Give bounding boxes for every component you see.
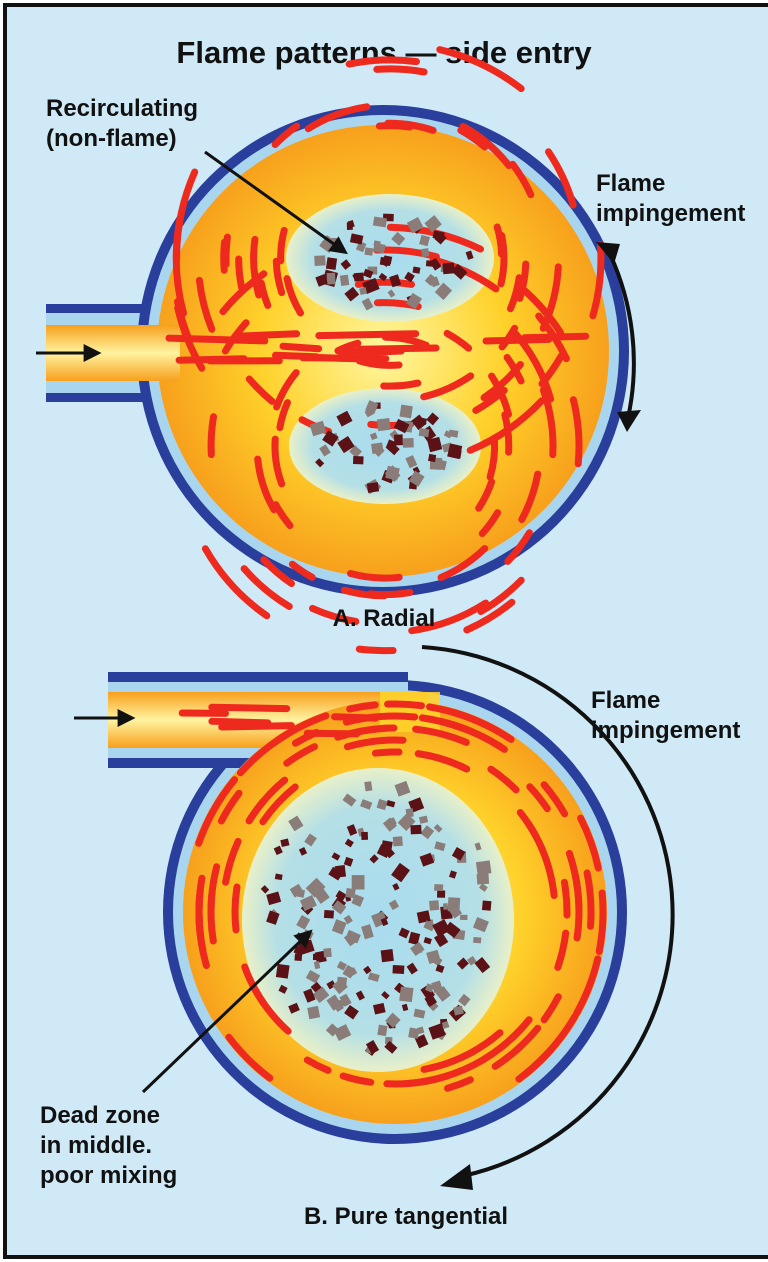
particle <box>476 860 492 875</box>
particle <box>460 915 467 920</box>
particle <box>399 987 413 1003</box>
particle <box>399 405 412 419</box>
particle <box>326 257 337 270</box>
flame-streak <box>505 415 509 452</box>
particle <box>413 267 421 274</box>
particle <box>276 964 290 979</box>
impingement-label-b-line1: Flame <box>591 687 660 714</box>
flame-streak <box>239 259 242 287</box>
particle <box>314 255 325 266</box>
flame-streak <box>359 649 393 651</box>
particle <box>437 890 445 897</box>
particle <box>307 1006 320 1019</box>
particle <box>294 954 302 961</box>
particle <box>323 948 331 957</box>
flame-streak <box>212 721 268 723</box>
recirc-label-line2: (non-flame) <box>46 125 177 152</box>
dead-zone-label-line3: poor mixing <box>40 1162 177 1189</box>
flame-streak <box>388 704 422 706</box>
particle <box>353 456 364 464</box>
particle <box>428 454 436 462</box>
particle <box>324 910 334 919</box>
flame-streak <box>211 417 213 455</box>
particle <box>434 884 443 891</box>
particle <box>347 222 353 230</box>
particle <box>410 825 421 835</box>
flame-streak <box>235 334 297 337</box>
flame-streak <box>599 893 603 952</box>
flame-streak <box>370 593 410 595</box>
diagram-title: Flame patterns — side entry <box>176 35 592 70</box>
particle <box>477 873 490 884</box>
particle <box>352 875 365 889</box>
particle <box>408 1027 419 1038</box>
flame-streak <box>501 236 504 284</box>
caption-a: A. Radial <box>333 605 436 632</box>
particle <box>345 888 355 898</box>
particle <box>367 482 379 493</box>
particle <box>297 889 306 898</box>
flame-streak <box>303 358 386 359</box>
particle <box>361 832 368 840</box>
particle <box>394 434 403 445</box>
flame-streak <box>281 230 285 261</box>
particle <box>364 247 373 255</box>
flame-streak <box>376 752 400 753</box>
flame-streak <box>235 910 236 930</box>
dead-zone-label-line1: Dead zone <box>40 1102 160 1129</box>
particle <box>426 260 433 266</box>
caption-b: B. Pure tangential <box>304 1203 508 1230</box>
impingement-label-b-line2: impingement <box>591 717 740 744</box>
particle <box>354 272 364 281</box>
particle <box>327 273 336 285</box>
flame-streak <box>577 895 579 939</box>
particle <box>403 438 414 448</box>
impingement-label-a-line1: Flame <box>596 170 665 197</box>
particle <box>449 430 459 438</box>
particle <box>371 442 383 454</box>
particle <box>421 248 429 257</box>
particle <box>377 418 391 431</box>
recirc-label-line1: Recirculating <box>46 95 198 122</box>
particle <box>443 903 448 910</box>
particle <box>340 275 349 286</box>
particle <box>473 937 481 943</box>
flame-streak <box>587 873 591 927</box>
particle <box>419 428 430 437</box>
flame-streak <box>335 717 376 718</box>
flame-streak <box>377 69 424 72</box>
particle <box>377 1025 387 1036</box>
particle <box>392 965 404 974</box>
particle <box>482 900 492 910</box>
particle <box>393 836 403 846</box>
flame-streak <box>283 346 319 349</box>
flame-streak <box>307 733 357 734</box>
dead-zone-label-line2: in middle. <box>40 1132 152 1159</box>
flame-streak <box>379 126 409 128</box>
particle <box>381 949 394 962</box>
impingement-label-a-line2: impingement <box>596 200 745 227</box>
flame-streak <box>350 705 376 709</box>
flame-streak <box>212 707 287 708</box>
particle <box>335 865 346 878</box>
particle <box>364 781 372 791</box>
flame-streak <box>384 383 418 386</box>
particle <box>406 808 414 817</box>
flame-streak <box>224 242 225 270</box>
flame-streak <box>564 882 567 915</box>
particle <box>429 900 439 910</box>
